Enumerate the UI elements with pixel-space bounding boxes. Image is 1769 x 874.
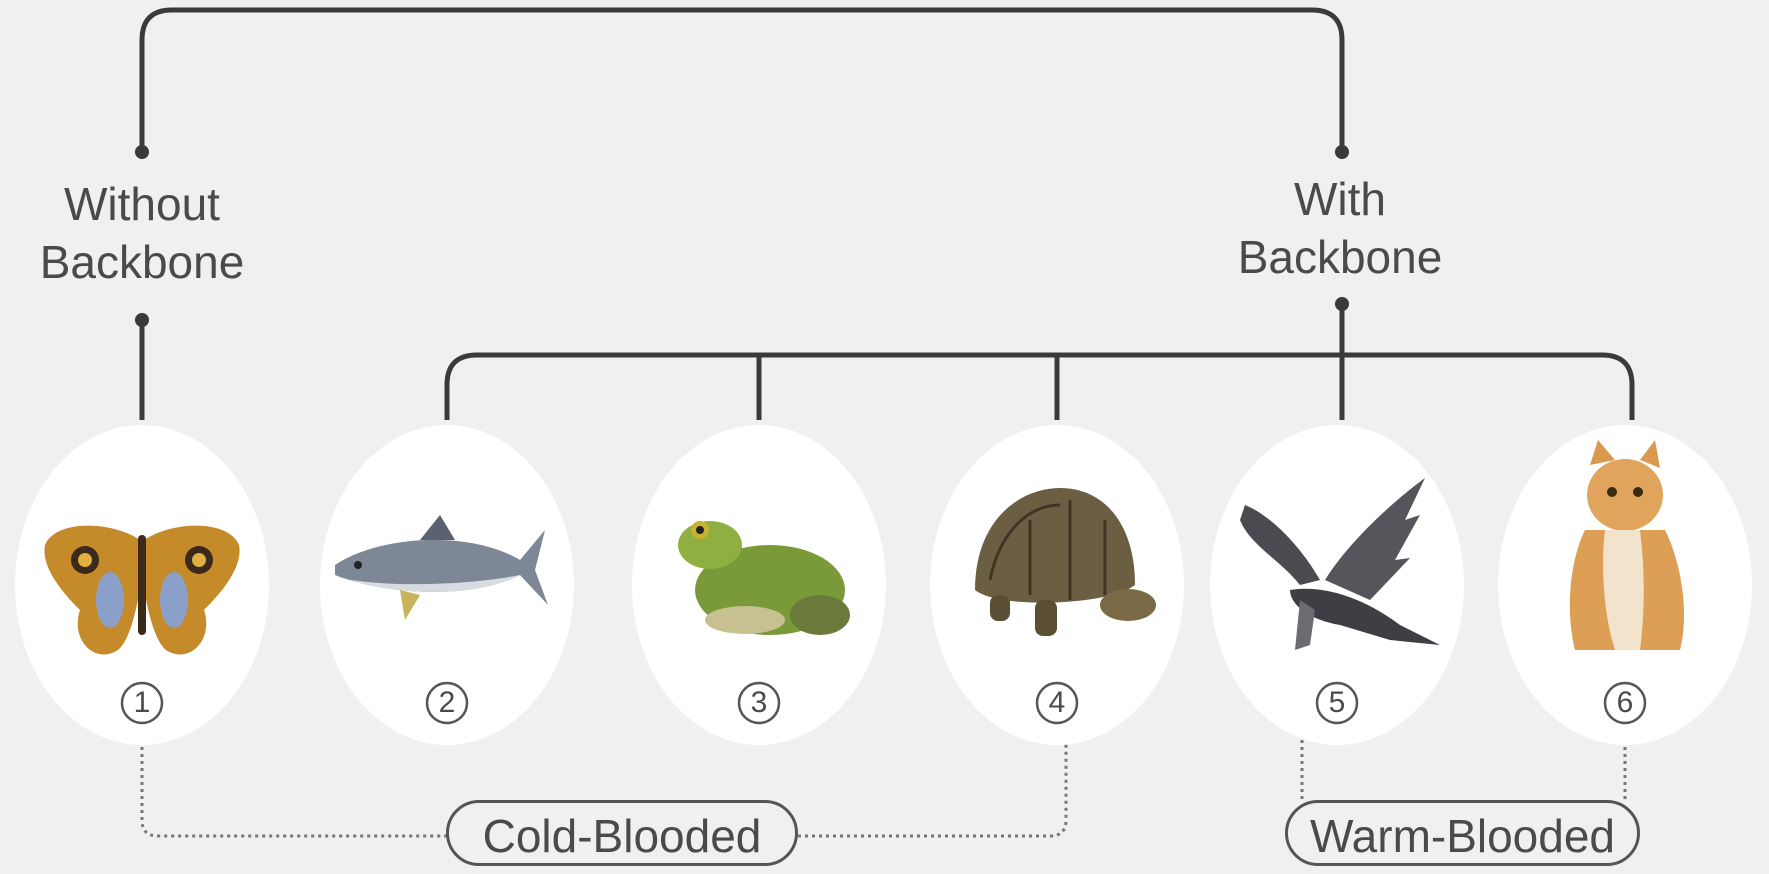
warm-blooded-dotted-line	[1302, 740, 1625, 800]
number-label-2: 2	[427, 683, 467, 723]
without-backbone-label: Without Backbone	[0, 175, 292, 291]
cold-blooded-pill: Cold-Blooded	[446, 800, 798, 866]
number-label-5: 5	[1317, 683, 1357, 723]
warm-blooded-pill: Warm-Blooded	[1285, 800, 1640, 866]
without-backbone-line2: Backbone	[0, 233, 292, 291]
with-backbone-line1: With	[1190, 170, 1490, 228]
vertebrate-branch-line	[447, 355, 1632, 420]
backbone-bracket-line	[142, 10, 1342, 152]
number-label-4: 4	[1037, 683, 1077, 723]
dot-without-top	[135, 145, 149, 159]
number-label-1: 1	[122, 683, 162, 723]
number-label-6: 6	[1605, 683, 1645, 723]
number-label-3: 3	[739, 683, 779, 723]
with-backbone-line2: Backbone	[1190, 228, 1490, 286]
dot-with-top	[1335, 145, 1349, 159]
with-backbone-label: With Backbone	[1190, 170, 1490, 286]
without-backbone-line1: Without	[0, 175, 292, 233]
